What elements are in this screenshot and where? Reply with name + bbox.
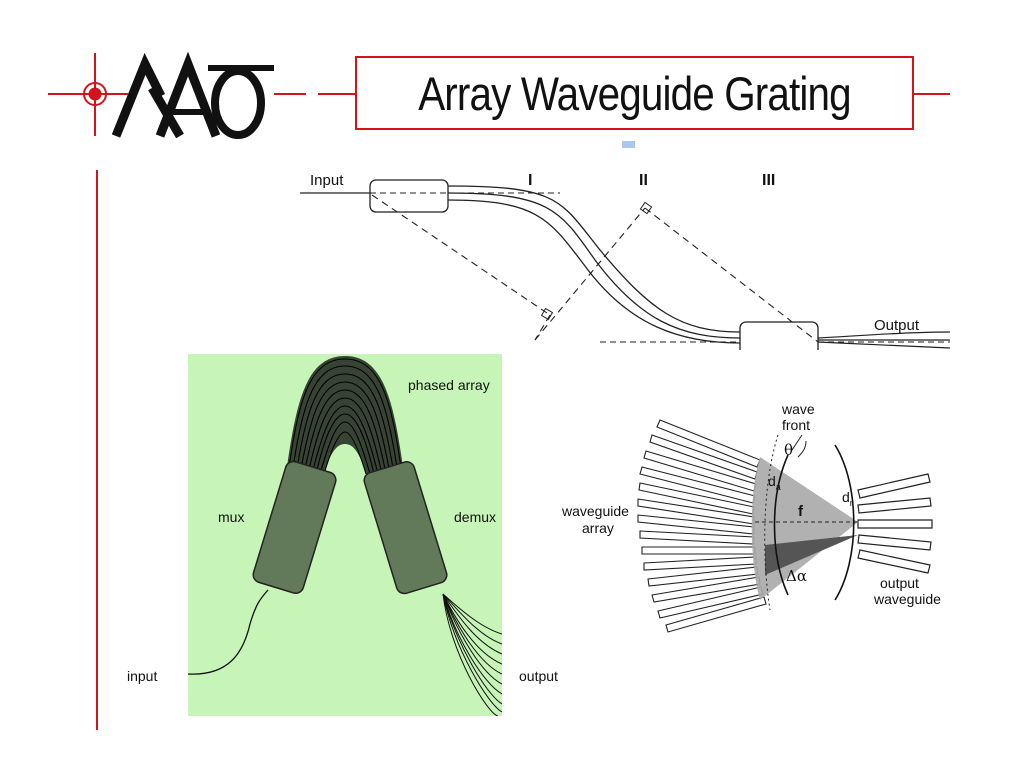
mux-label: mux <box>218 509 245 525</box>
dr-letter: d <box>842 489 850 505</box>
theta-label: θ <box>784 441 794 459</box>
region-label-1: I <box>528 172 533 189</box>
front-label: front <box>782 417 811 433</box>
top-awg-schematic: Input Output I II III <box>300 160 951 357</box>
top-output-label: Output <box>874 317 920 334</box>
output-waveguide-label-2: waveguide <box>874 591 941 607</box>
waveguide-fan-graphic <box>637 419 933 633</box>
vertical-red-rule <box>96 170 98 730</box>
slide-title: Array Waveguide Grating <box>418 66 851 120</box>
title-rule-left <box>318 93 355 95</box>
title-box: Array Waveguide Grating <box>355 56 914 130</box>
logo-graphic <box>48 51 306 139</box>
region-label-2: II <box>639 172 648 189</box>
waveguide-array-figure: wave front θ da dr f Δα waveguide array … <box>560 395 960 640</box>
blue-marker <box>622 141 635 148</box>
demux-label: demux <box>454 509 497 525</box>
dr-label: dr <box>842 489 853 508</box>
region-label-3: III <box>762 172 776 189</box>
output-waveguide-label-1: output <box>880 575 919 591</box>
wave-label: wave <box>782 401 815 417</box>
waveguide-array-label-2: array <box>582 520 614 536</box>
da-label: da <box>768 473 781 492</box>
da-subscript: a <box>775 481 781 492</box>
left-output-label: output <box>519 668 558 684</box>
phased-array-graphic <box>187 356 503 717</box>
da-letter: d <box>768 473 776 489</box>
focal-length-label: f <box>798 503 803 520</box>
title-rule-right <box>914 93 950 95</box>
top-input-label: Input <box>310 172 344 189</box>
aao-logo: AAO <box>48 48 308 143</box>
left-input-label: input <box>127 668 158 684</box>
waveguide-array-label-1: waveguide <box>562 503 629 519</box>
delta-alpha-label: Δα <box>786 567 807 585</box>
dr-subscript: r <box>849 497 853 508</box>
phased-array-figure: phased array mux demux <box>187 354 503 717</box>
phased-array-label: phased array <box>408 377 490 393</box>
